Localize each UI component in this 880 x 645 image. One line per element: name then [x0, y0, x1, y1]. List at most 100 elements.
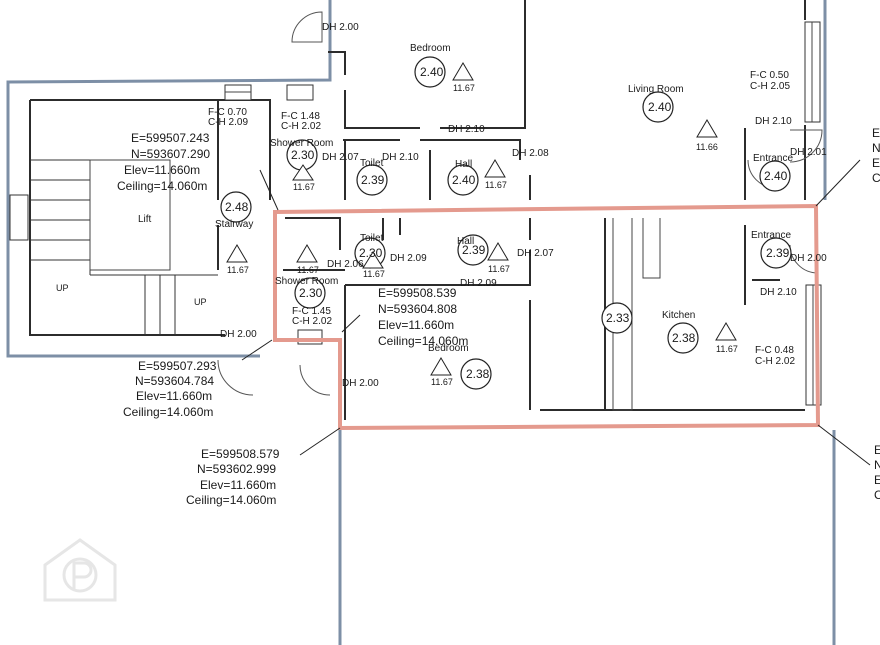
room-name: Entrance [753, 153, 793, 164]
door-height: DH 2.10 [382, 152, 419, 163]
room-name: Kitchen [662, 310, 695, 321]
svg-text:Ceiling=14.060m: Ceiling=14.060m [378, 334, 468, 348]
svg-text:Elev=11.660m: Elev=11.660m [136, 389, 212, 403]
height-markers [220, 56, 792, 390]
svg-text:E=599507.293: E=599507.293 [138, 359, 217, 373]
svg-text:E=599507.243: E=599507.243 [131, 131, 210, 145]
svg-text:N=593604.784: N=593604.784 [135, 374, 214, 388]
survey-point-2: E=599508.539 N=593604.808 Elev=11.660m C… [378, 286, 468, 348]
door-height: DH 2.00 [342, 378, 379, 389]
svg-text:Ceiling=14.060m: Ceiling=14.060m [117, 179, 207, 193]
door-height: DH 2.00 [790, 253, 827, 264]
svg-text:N=593604.808: N=593604.808 [378, 302, 457, 316]
room-height: 2.38 [466, 367, 490, 381]
room-name: Stairway [215, 219, 253, 230]
level-value: 11.67 [363, 269, 385, 279]
room-height: 2.40 [452, 173, 476, 187]
ch-value: C-H 2.09 [208, 117, 248, 128]
room-height: 2.39 [766, 246, 790, 260]
fc-value: F-C 1.48 [281, 111, 320, 122]
svg-text:N=593607.290: N=593607.290 [131, 147, 210, 161]
room-name: Shower Room [270, 138, 333, 149]
svg-text:Elev=11.660m: Elev=11.660m [124, 163, 200, 177]
watermark-logo [43, 538, 117, 602]
stair-up-label: UP [56, 283, 69, 293]
room-name: Toilet [360, 158, 384, 169]
level-triangles [226, 62, 737, 376]
windows [9, 21, 822, 406]
room-name: Hall [455, 159, 472, 170]
survey-point-1: E=599507.243 N=593607.290 Elev=11.660m C… [117, 131, 210, 193]
survey-point-5-partial: E N E C [872, 126, 880, 185]
stair-up-label: UP [194, 297, 207, 307]
door-height: DH 2.10 [448, 124, 485, 135]
fc-value: F-C 0.70 [208, 107, 247, 118]
room-height: 2.40 [764, 169, 788, 183]
fc-value: F-C 0.50 [750, 70, 789, 81]
room-name: Bedroom [428, 343, 469, 354]
stairway-steps [30, 159, 218, 335]
door-height: DH 2.09 [390, 253, 427, 264]
level-value: 11.66 [696, 142, 718, 152]
svg-text:C: C [874, 488, 880, 502]
survey-point-3: E=599507.293 N=593604.784 Elev=11.660m C… [123, 359, 217, 419]
svg-text:E: E [874, 473, 880, 487]
survey-point-6-partial: E N E C [874, 443, 880, 502]
svg-text:N: N [872, 141, 880, 155]
svg-text:E: E [872, 126, 880, 140]
level-value: 11.67 [293, 182, 315, 192]
room-height: 2.39 [462, 243, 486, 257]
highlighted-unit-boundary [273, 203, 821, 431]
door-height: DH 2.00 [220, 329, 257, 340]
door-height: DH 2.09 [460, 278, 497, 289]
ch-value: C-H 2.05 [750, 81, 790, 92]
svg-text:E=599508.579: E=599508.579 [201, 447, 280, 461]
door-height: DH 2.10 [755, 116, 792, 127]
level-value: 11.67 [488, 264, 510, 274]
level-value: 11.67 [453, 83, 475, 93]
room-name: Living Room [628, 84, 684, 95]
building-outline [6, 0, 836, 645]
room-name: Bedroom [410, 43, 451, 54]
lower-walls [283, 217, 805, 420]
level-value: 11.67 [485, 180, 507, 190]
level-value: 11.67 [716, 344, 738, 354]
fc-value: F-C 0.48 [755, 345, 794, 356]
svg-text:E=599508.539: E=599508.539 [378, 286, 457, 300]
door-height: DH 2.08 [512, 148, 549, 159]
room-name: Toilet [360, 233, 384, 244]
room-height: 2.33 [606, 311, 630, 325]
room-height: 2.30 [299, 286, 323, 300]
svg-text:E: E [872, 156, 880, 170]
svg-text:Ceiling=14.060m: Ceiling=14.060m [186, 493, 276, 507]
svg-text:E: E [874, 443, 880, 457]
room-height: 2.39 [361, 173, 385, 187]
svg-text:Ceiling=14.060m: Ceiling=14.060m [123, 405, 213, 419]
svg-text:Elev=11.660m: Elev=11.660m [200, 478, 276, 492]
room-name: Hall [457, 236, 474, 247]
room-name: Entrance [751, 230, 791, 241]
svg-text:N=593602.999: N=593602.999 [197, 462, 276, 476]
door-height: DH 2.00 [322, 22, 359, 33]
fc-value: F-C 1.45 [292, 306, 331, 317]
door-height: DH 2.10 [760, 287, 797, 298]
room-height: 2.48 [225, 200, 249, 214]
svg-text:N: N [874, 458, 880, 472]
room-name: Shower Room [275, 276, 338, 287]
door-height: DH 2.01 [790, 147, 827, 158]
ch-value: C-H 2.02 [281, 121, 321, 132]
room-height: 2.40 [648, 100, 672, 114]
survey-point-4: E=599508.579 N=593602.999 Elev=11.660m C… [186, 447, 280, 507]
svg-text:C: C [872, 171, 880, 185]
door-height: DH 2.06 [327, 259, 364, 270]
room-height: 2.38 [672, 331, 696, 345]
door-height: DH 2.07 [322, 152, 359, 163]
level-value: 11.67 [431, 377, 453, 387]
door-height: DH 2.07 [517, 248, 554, 259]
room-height: 2.30 [359, 246, 383, 260]
level-value: 11.67 [297, 265, 319, 275]
level-value: 11.67 [227, 265, 249, 275]
leader-lines [241, 159, 871, 466]
ch-value: C-H 2.02 [755, 356, 795, 367]
svg-text:Elev=11.660m: Elev=11.660m [378, 318, 454, 332]
